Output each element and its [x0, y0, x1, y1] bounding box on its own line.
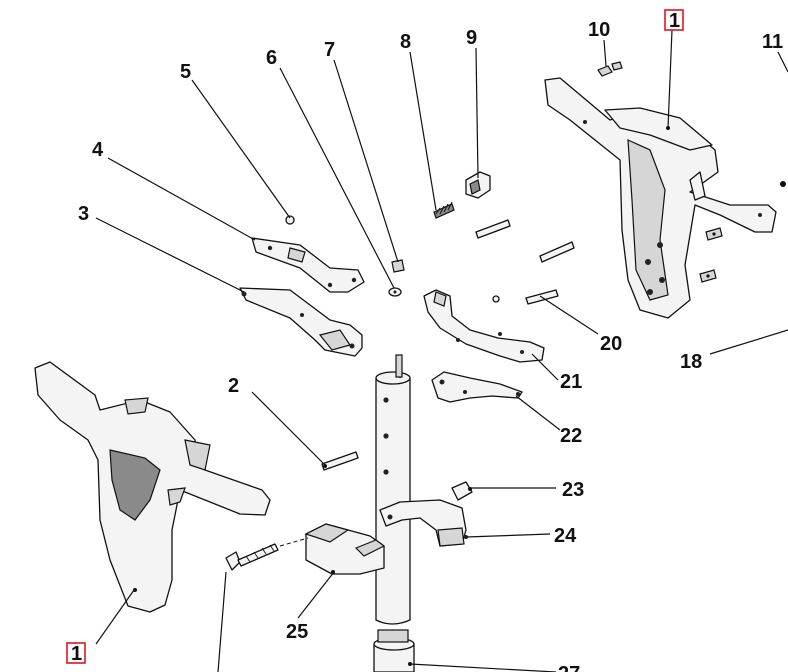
- part-4-bracket: [251, 237, 365, 293]
- part-22-trigger: [431, 371, 523, 403]
- long-bolt: [225, 537, 309, 571]
- part-1-lower-handle: [34, 361, 271, 613]
- part-1-upper-handle: [544, 77, 777, 319]
- callout-2: 2: [228, 375, 239, 397]
- callout-18: 18: [680, 351, 702, 373]
- ball-small: [492, 295, 500, 303]
- callout-11: 11: [762, 31, 783, 53]
- leader-lines: [95, 29, 788, 672]
- callout-1-bottom: 1: [71, 643, 82, 665]
- highlight-box-bottom: [66, 642, 86, 664]
- callout-23: 23: [562, 479, 584, 501]
- callout-numbers: 1 1 2 3 4 5 6 7 8 9 10 11 18 20 21 22 23…: [66, 9, 783, 672]
- screw-18-a: [705, 227, 723, 241]
- pin-middle: [539, 241, 575, 263]
- callout-27: 27: [558, 663, 580, 672]
- callout-9: 9: [466, 27, 477, 49]
- callout-1-top: 1: [669, 10, 680, 32]
- callout-21: 21: [560, 371, 582, 393]
- pin-upper: [475, 219, 511, 239]
- part-8-spring: [433, 201, 455, 219]
- callout-3: 3: [78, 203, 89, 225]
- screw-10: [597, 61, 623, 77]
- part-23-bolt: [451, 481, 473, 501]
- callout-8: 8: [400, 31, 411, 53]
- callout-24: 24: [554, 525, 577, 547]
- callout-22: 22: [560, 425, 582, 447]
- callout-10: 10: [588, 19, 610, 41]
- callout-5: 5: [180, 61, 191, 83]
- part-27-lower-tube: [373, 629, 415, 672]
- screw-18-b: [699, 269, 717, 283]
- part-9-latch: [465, 171, 491, 199]
- callout-4: 4: [92, 139, 104, 161]
- screw-11: [780, 181, 786, 187]
- part-25-block: [304, 523, 386, 575]
- part-7-nut: [391, 259, 405, 273]
- part-3-bracket: [239, 287, 363, 357]
- part-5-ball: [285, 215, 295, 225]
- callout-6: 6: [266, 47, 277, 69]
- callout-20: 20: [600, 333, 622, 355]
- shaft-tube: [375, 354, 411, 625]
- part-24-clamp: [379, 499, 468, 547]
- part-21-lever: [423, 289, 545, 363]
- callout-7: 7: [324, 39, 335, 61]
- callout-25: 25: [286, 621, 308, 643]
- highlight-box-top: [664, 9, 684, 31]
- part-2-pin: [321, 451, 359, 471]
